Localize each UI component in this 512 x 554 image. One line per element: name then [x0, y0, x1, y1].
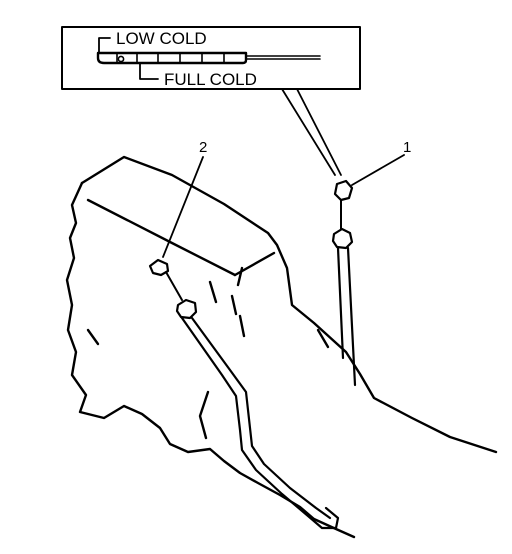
callout-1: 1: [403, 139, 411, 156]
dipstick-2-handle: [148, 258, 170, 277]
callout-2-leader: [162, 156, 204, 258]
dipstick-1-tube-cap: [331, 227, 354, 250]
full-cold-leader: [139, 62, 159, 80]
dipstick-1-handle: [333, 179, 354, 202]
level-inset: [61, 26, 361, 90]
dipstick-2-tube: [180, 316, 340, 530]
zoom-line-right: [296, 88, 342, 176]
callout-2: 2: [199, 139, 207, 156]
inset-frame: [61, 26, 361, 90]
inset-dipstick-blade: [96, 51, 248, 65]
low-cold-leader: [98, 37, 111, 54]
dipstick-2: [148, 258, 340, 530]
engine-outline: [65, 155, 498, 539]
dipstick-2-tube-cap: [175, 298, 198, 320]
dipstick-1: [331, 179, 357, 387]
zoom-line-left: [281, 88, 336, 176]
dipstick-1-tube: [336, 246, 357, 387]
full-cold-label: FULL COLD: [164, 70, 257, 89]
callout-1-leader: [351, 154, 405, 186]
low-cold-label: LOW COLD: [116, 29, 207, 48]
